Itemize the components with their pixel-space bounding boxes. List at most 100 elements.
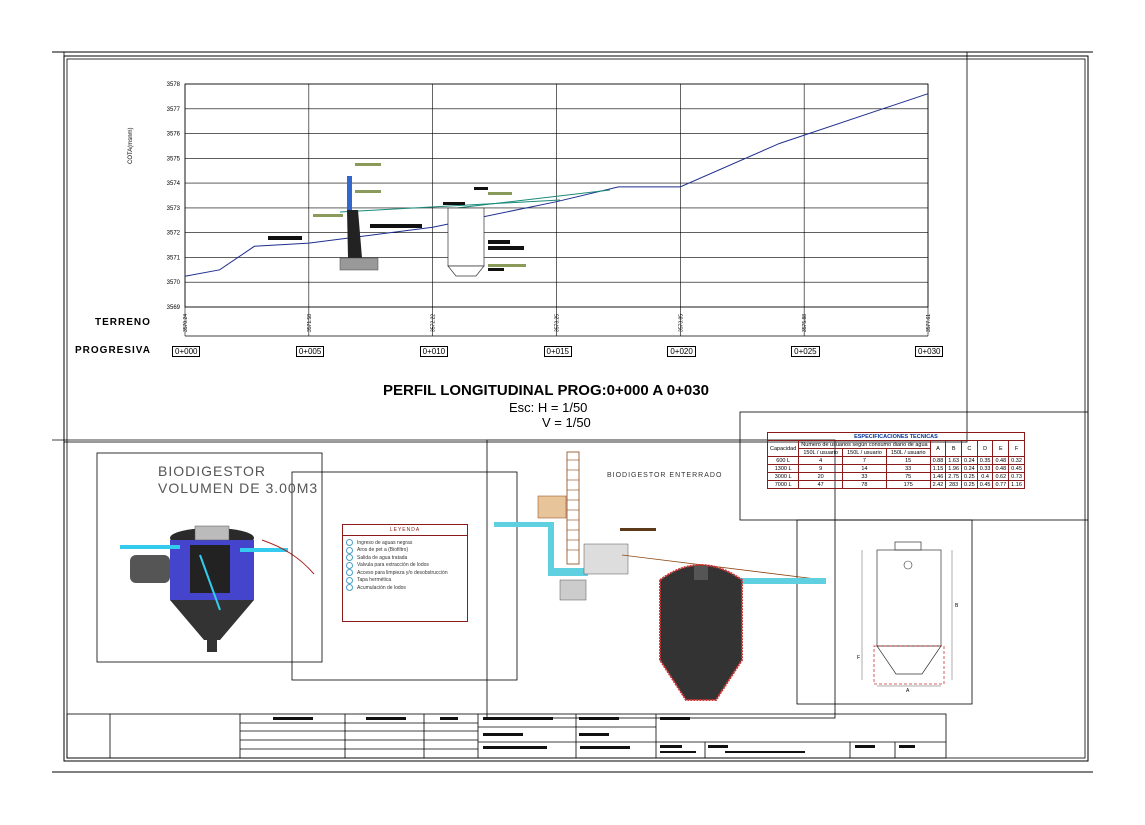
terreno-value: 3573.25 [555, 314, 561, 332]
y-tick-label: 3577 [167, 107, 181, 113]
specs-header: ESPECIFICACIONES TECNICAS [767, 432, 1025, 441]
specs-cell: 0.88 [929, 456, 947, 465]
legend-item-label: Aros de pet a (Biofiltro) [357, 547, 409, 554]
biodigestor-title-line2: VOLUMEN DE 3.00M3 [158, 480, 319, 496]
chart-grid [184, 83, 929, 337]
chart-series [184, 93, 929, 277]
y-tick-label: 3574 [167, 181, 181, 187]
legend-bullet-icon [346, 584, 353, 592]
specs-cell: 0.25 [961, 480, 978, 489]
specs-cell: 9 [798, 464, 844, 473]
specs-col-capacidad: Capacidad [766, 440, 800, 457]
specs-cell: 14 [842, 464, 887, 473]
specs-cell: 1300 L [766, 464, 800, 473]
specs-cell: 1.16 [1008, 480, 1025, 489]
specs-cell: 0.48 [992, 464, 1010, 473]
specs-table: ESPECIFICACIONES TECNICAS Capacidad Nume… [766, 432, 1025, 489]
legend-bullet-icon [346, 576, 353, 584]
progresiva-row-label: PROGRESIVA [75, 345, 151, 356]
specs-cell: 0.45 [976, 480, 994, 489]
specs-cell: 7 [842, 456, 887, 465]
legend-bullet-icon [346, 546, 353, 554]
legend-bullet-icon [346, 561, 353, 569]
specs-cell: 2.75 [945, 472, 963, 481]
scale-vertical: V = 1/50 [542, 415, 591, 430]
specs-cell: 0.24 [961, 456, 978, 465]
specs-cell: 0.33 [976, 464, 994, 473]
specs-table-wrapper: ESPECIFICACIONES TECNICAS Capacidad Nume… [766, 432, 1025, 489]
scale-horizontal: Esc: H = 1/50 [509, 400, 588, 415]
profile-viewport [63, 51, 968, 443]
specs-col-f: F [1008, 440, 1025, 457]
specs-cell: 0.4 [976, 472, 994, 481]
biodigestor-frame [96, 452, 323, 663]
y-tick-label: 3570 [167, 280, 181, 286]
progresiva-station: 0+005 [295, 346, 325, 357]
title-block [66, 713, 947, 759]
legend-header: LEYENDA [343, 525, 467, 536]
y-tick-label: 3578 [167, 82, 181, 88]
y-tick-label: 3572 [167, 231, 181, 237]
specs-cell: 0.24 [961, 464, 978, 473]
progresiva-station: 0+020 [667, 346, 696, 357]
terreno-value: 3572.22 [431, 314, 437, 332]
specs-cell: 15 [885, 456, 931, 465]
specs-cell: 7000 L [766, 480, 800, 489]
legend-item-label: Salida de agua tratada [357, 554, 408, 561]
specs-cell: 175 [885, 480, 931, 489]
specs-subcol-3: 150L / usuario [885, 448, 931, 457]
terreno-value: 3575.88 [802, 314, 808, 332]
legend-bullet-icon [346, 539, 353, 547]
y-tick-label: 3569 [167, 305, 181, 311]
specs-subcol-2: 150L / usuario [842, 448, 887, 457]
legend-viewport [291, 471, 518, 681]
terreno-value: 3573.85 [678, 314, 684, 332]
specs-cell: 1.15 [929, 464, 947, 473]
specs-cell: 1.63 [945, 456, 963, 465]
y-tick-label: 3575 [167, 156, 181, 162]
specs-cell: 78 [842, 480, 887, 489]
progresiva-station: 0+000 [172, 346, 201, 357]
profile-title: PERFIL LONGITUDINAL PROG:0+000 A 0+030 [383, 382, 709, 399]
biodigestor-title-line1: BIODIGESTOR [158, 463, 266, 479]
y-tick-label: 3571 [167, 255, 181, 261]
y-tick-label: 3576 [167, 132, 181, 138]
specs-cell: 20 [798, 472, 844, 481]
specs-cell: 1.46 [929, 472, 947, 481]
specs-cell: 4 [798, 456, 844, 465]
specs-cell: 283 [945, 480, 963, 489]
specs-cell: 0.25 [961, 472, 978, 481]
legend-item: Tapa hermética [343, 576, 467, 585]
specs-cell: 0.32 [1008, 456, 1025, 465]
specs-subcol-1: 150L / usuario [798, 448, 844, 457]
legend-item: Ingreso de aguas negras [343, 539, 467, 547]
detail-tank-drawing [861, 541, 953, 687]
specs-cell: 2.42 [929, 480, 947, 489]
legend-item-label: Ingreso de aguas negras [357, 539, 413, 546]
specs-cell: 0.45 [1008, 464, 1025, 473]
specs-cell: 600 L [766, 456, 800, 465]
profile-chamber-drawing [268, 163, 611, 277]
detail-label-a: A [906, 688, 910, 694]
specs-col-usuarios: Numero de usuarios según consumo diario … [798, 440, 931, 449]
legend-item: Acceso para limpieza y/o desobstrucción [343, 569, 467, 577]
specs-col-c: C [961, 440, 978, 457]
legend-item: Valvula para extracción de lodos [343, 561, 467, 570]
biodigestor-title: BIODIGESTOR VOLUMEN DE 3.00M3 [158, 463, 318, 497]
terreno-value: 3577.61 [926, 314, 932, 332]
biodigestor-cutaway-drawing [120, 525, 315, 652]
specs-cell: 47 [798, 480, 844, 489]
progresiva-station: 0+030 [915, 346, 944, 357]
detail-label-f: F [857, 655, 861, 661]
specs-cell: 1.96 [945, 464, 963, 473]
y-tick-label: 3573 [167, 206, 181, 212]
terreno-value: 3571.58 [307, 314, 313, 332]
chart-y-ticks: 3569 3570 3571 3572 3573 3574 3575 3576 3577 3578 [167, 82, 181, 311]
buried-biodigestor-drawing [494, 451, 826, 701]
title-block-fills [273, 717, 915, 753]
